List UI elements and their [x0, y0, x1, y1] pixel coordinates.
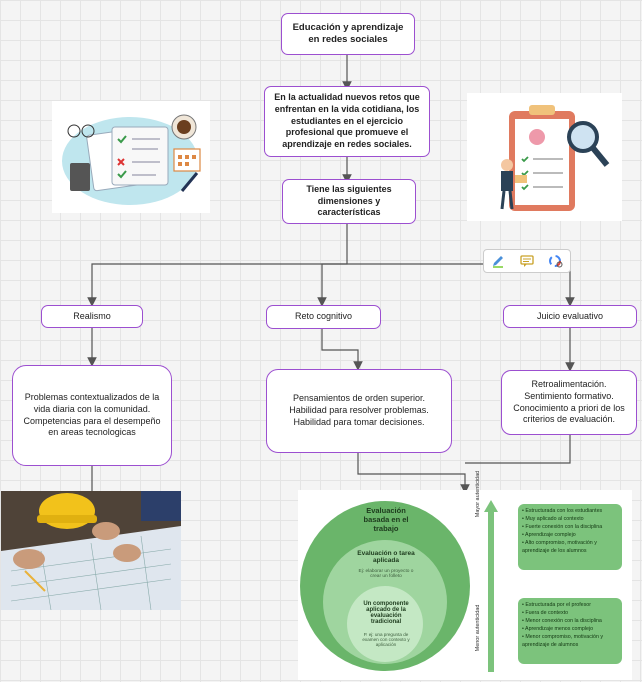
context-node-text: En la actualidad nuevos retos que enfren…	[274, 92, 420, 150]
connector-reto-desc	[321, 329, 363, 371]
dimensions-node[interactable]: Tiene las siguientes dimensiones y carac…	[282, 179, 416, 224]
reto-desc-line: Habilidad para resolver problemas.	[289, 405, 429, 416]
list-item: Menor conexión con la disciplina	[522, 618, 618, 626]
juicio-desc-line: Sentimiento formativo.	[524, 390, 614, 401]
context-node[interactable]: En la actualidad nuevos retos que enfren…	[264, 86, 430, 157]
reto-cognitivo-node-text: Reto cognitivo	[294, 311, 353, 322]
realismo-node[interactable]: Realismo	[41, 305, 143, 328]
realismo-desc-node[interactable]: Problemas contextualizados de la vida di…	[12, 365, 172, 466]
juicio-desc-node[interactable]: Retroalimentación. Sentimiento formativo…	[501, 370, 637, 435]
realismo-desc-text: Problemas contextualizados de la vida di…	[23, 392, 161, 438]
checklist-illustration	[52, 101, 210, 213]
concentric-circles	[300, 500, 498, 672]
juicio-desc-line: Retroalimentación.	[531, 379, 607, 390]
reto-cognitivo-node[interactable]: Reto cognitivo	[266, 305, 381, 329]
list-item: Fuera de contexto	[522, 610, 618, 618]
title-node-text: Educación y aprendizaje en redes sociale…	[292, 21, 404, 45]
connector-dimensions-reto	[317, 263, 347, 307]
middle-circle-subtitle: Ej: elaborar un proyecto o crear un foll…	[358, 569, 414, 579]
juicio-evaluativo-node-text: Juicio evaluativo	[536, 310, 604, 321]
reto-desc-node[interactable]: Pensamientos de orden superior. Habilida…	[266, 369, 452, 453]
comment-icon[interactable]	[518, 252, 536, 270]
pencil-icon[interactable]	[489, 252, 507, 270]
juicio-desc-line: Conocimiento a priori de los criterios d…	[513, 402, 625, 425]
reto-desc-line: Habilidad para tomar decisiones.	[293, 416, 425, 427]
list-item: Menor compromiso, motivación y aprendiza…	[522, 634, 618, 650]
clipboard-illustration	[467, 93, 622, 221]
reto-desc-line: Pensamientos de orden superior.	[292, 393, 426, 404]
connector-juicio-desc-eval	[465, 435, 571, 464]
evaluation-authenticity-figure: Evaluación basada en el trabajo Evaluaci…	[298, 471, 632, 680]
middle-circle-title: Evaluación o tarea aplicada	[357, 550, 415, 564]
title-node[interactable]: Educación y aprendizaje en redes sociale…	[281, 13, 415, 55]
axis-bottom-label: Menor autenticidad	[475, 604, 481, 652]
axis-top-label: Mayor autenticidad	[475, 470, 481, 518]
connector-reto-desc-eval	[357, 453, 470, 494]
high-authenticity-list: Estructurada con los estudiantes Muy apl…	[518, 504, 622, 570]
realismo-node-text: Realismo	[73, 310, 111, 321]
floating-toolbar	[483, 249, 571, 273]
list-item: Aprendizaje complejo	[522, 532, 618, 540]
inner-circle-subtitle: P. ej: una pregunta de examen con contex…	[362, 632, 410, 647]
connector-dimensions-realismo	[87, 224, 348, 307]
low-authenticity-list: Estructurada por el profesor Fuera de co…	[518, 598, 622, 664]
blueprint-photo	[1, 491, 181, 610]
outer-circle-title: Evaluación basada en el trabajo	[363, 506, 409, 533]
list-item: Estructurada por el profesor	[522, 602, 618, 610]
juicio-evaluativo-node[interactable]: Juicio evaluativo	[503, 305, 637, 328]
list-item: Muy aplicado al contexto	[522, 516, 618, 524]
inner-circle-title: Un componente aplicado de la evaluación …	[363, 601, 409, 625]
list-item: Estructurada con los estudiantes	[522, 508, 618, 516]
list-item: Fuerte conexión con la disciplina	[522, 524, 618, 532]
dimensions-node-text: Tiene las siguientes dimensiones y carac…	[306, 183, 392, 218]
google-search-icon[interactable]	[547, 252, 565, 270]
list-item: Alto compromiso, motivación y aprendizaj…	[522, 540, 618, 556]
list-item: Aprendizaje menos complejo	[522, 626, 618, 634]
